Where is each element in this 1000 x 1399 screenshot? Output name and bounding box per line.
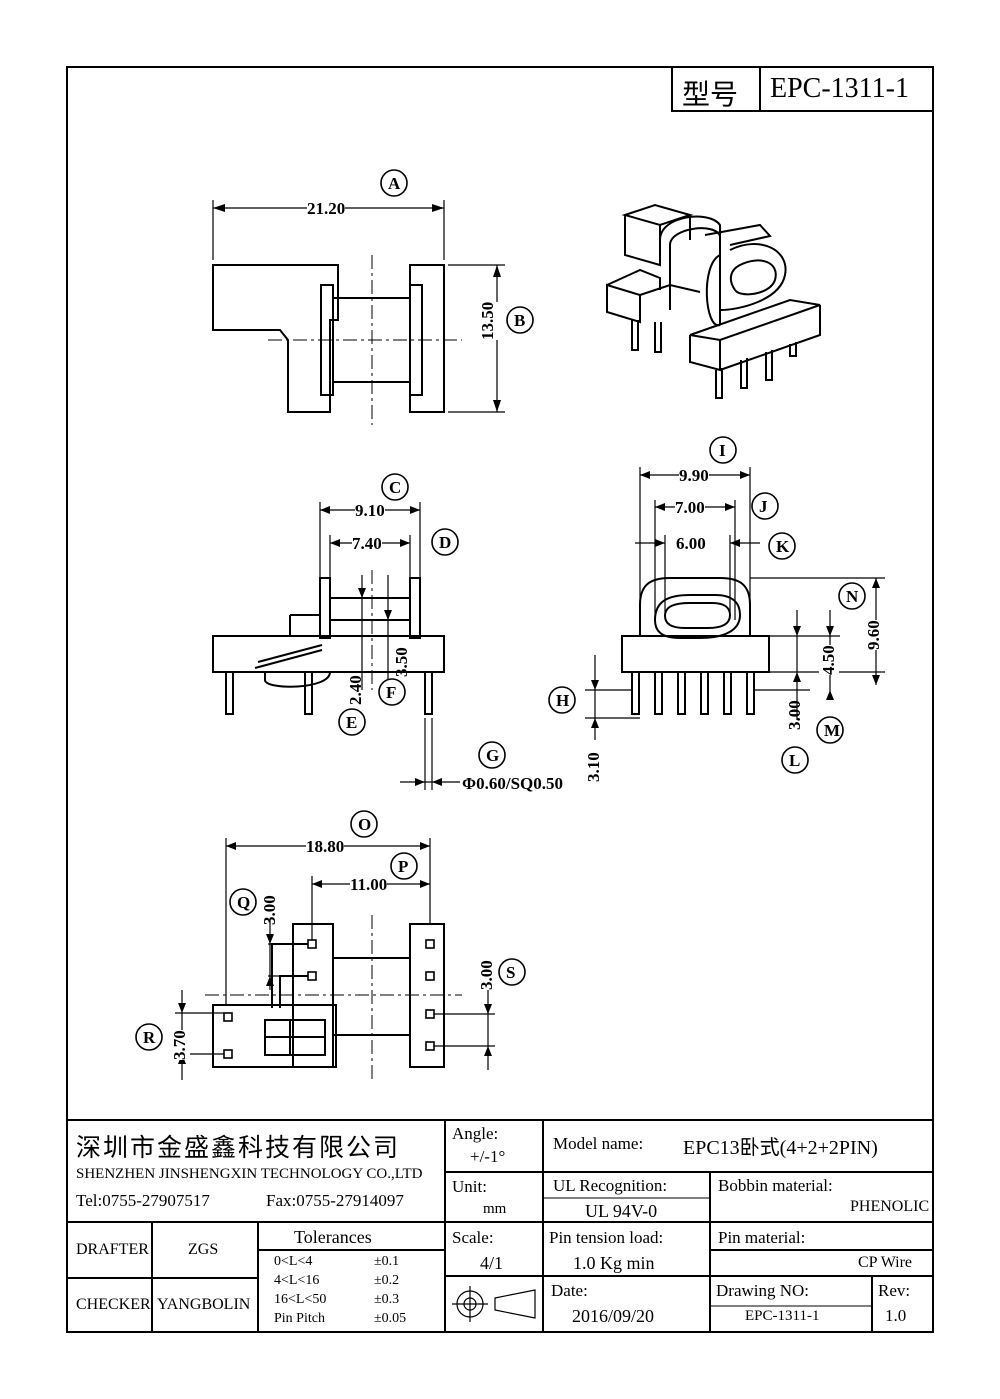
dim-H-value: 3.10 xyxy=(584,752,603,782)
bobbin-label: Bobbin material: xyxy=(718,1176,833,1195)
tol-value-3: ±0.3 xyxy=(374,1292,400,1307)
pin-tension-label: Pin tension load: xyxy=(549,1228,664,1247)
bobbin-value: PHENOLIC xyxy=(850,1198,930,1215)
dim-C-value: 9.10 xyxy=(355,501,385,521)
callout-G: G xyxy=(486,746,500,765)
callout-A: A xyxy=(388,174,401,193)
callout-R: R xyxy=(143,1028,156,1047)
pin-material-label: Pin material: xyxy=(718,1228,806,1247)
date-label: Date: xyxy=(551,1281,588,1300)
dim-J-value: 7.00 xyxy=(675,498,705,518)
drawing-no-value: EPC-1311-1 xyxy=(745,1308,820,1324)
callout-B: B xyxy=(514,311,526,330)
pin-tension-value: 1.0 Kg min xyxy=(573,1253,655,1273)
title-block-grid xyxy=(67,1119,933,1332)
drawing-no-label: Drawing NO: xyxy=(716,1281,810,1300)
dim-B-value: 13.50 xyxy=(478,301,498,340)
checker-label: CHECKER xyxy=(76,1296,151,1313)
rev-label: Rev: xyxy=(878,1281,911,1300)
callout-K: K xyxy=(776,537,790,556)
dim-O-value: 18.80 xyxy=(306,837,345,857)
tol-range-3: 16<L<50 xyxy=(274,1292,327,1307)
callout-C: C xyxy=(389,478,402,497)
callout-Q: Q xyxy=(237,893,251,912)
dim-A-value: 21.20 xyxy=(307,199,346,219)
projection-symbol-icon xyxy=(452,1286,536,1322)
dim-P-value: 11.00 xyxy=(350,875,388,895)
tol-range-2: 4<L<16 xyxy=(274,1273,320,1288)
dim-R-value: 3.70 xyxy=(170,1030,190,1060)
front-view xyxy=(212,502,460,790)
drafter-label: DRAFTER xyxy=(76,1241,149,1258)
callout-E: E xyxy=(346,713,358,732)
tol-value-1: ±0.1 xyxy=(374,1254,400,1269)
angle-label: Angle: xyxy=(452,1124,499,1143)
date-value: 2016/09/20 xyxy=(572,1306,655,1326)
side-view xyxy=(585,467,885,740)
model-name-label: Model name: xyxy=(553,1134,644,1153)
dim-S-value: 3.00 xyxy=(477,960,496,990)
dim-Q-value: 3.00 xyxy=(260,895,279,925)
dim-D-value: 7.40 xyxy=(352,534,382,554)
dim-F-value: 3.50 xyxy=(392,647,411,677)
model-label-cn: 型号 xyxy=(682,80,739,111)
company-name-cn: 深圳市金盛鑫科技有限公司 xyxy=(76,1135,401,1162)
callout-F: F xyxy=(386,683,397,702)
model-name-value: EPC13卧式(4+2+2PIN) xyxy=(683,1137,878,1159)
bottom-view xyxy=(175,838,495,1080)
tol-value-4: ±0.05 xyxy=(374,1311,407,1326)
rev-value: 1.0 xyxy=(885,1306,907,1325)
top-view xyxy=(212,200,505,425)
company-fax: Fax:0755-27914097 xyxy=(266,1191,404,1210)
drafter-value: ZGS xyxy=(188,1241,219,1258)
scale-label: Scale: xyxy=(452,1228,494,1247)
scale-value: 4/1 xyxy=(480,1253,504,1273)
checker-value: YANGBOLIN xyxy=(157,1296,251,1313)
dim-K-value: 6.00 xyxy=(676,534,706,554)
drawing-frame xyxy=(66,66,934,1333)
callout-M: M xyxy=(824,721,841,740)
callout-I: I xyxy=(719,441,726,460)
company-name-en: SHENZHEN JINSHENGXIN TECHNOLOGY CO.,LTD xyxy=(76,1166,423,1182)
tol-range-1: 0<L<4 xyxy=(274,1254,313,1269)
angle-value: +/-1° xyxy=(470,1147,506,1166)
callout-D: D xyxy=(439,533,452,552)
dim-I-value: 9.90 xyxy=(679,466,709,486)
unit-label: Unit: xyxy=(452,1177,487,1196)
dim-G-value: Φ0.60/SQ0.50 xyxy=(462,774,563,793)
tolerances-title: Tolerances xyxy=(294,1227,372,1247)
callout-O: O xyxy=(358,815,372,834)
model-box-top xyxy=(671,66,934,112)
callout-N: N xyxy=(846,587,859,606)
ul-value: UL 94V-0 xyxy=(585,1201,658,1221)
dim-E-value: 2.40 xyxy=(346,675,365,705)
callout-circles xyxy=(135,169,866,1051)
callout-H: H xyxy=(556,691,570,710)
dim-L-value: 3.00 xyxy=(785,700,804,730)
company-tel: Tel:0755-27907517 xyxy=(76,1191,210,1210)
dim-N-value: 9.60 xyxy=(864,620,884,650)
isometric-view xyxy=(606,203,821,399)
tol-range-4: Pin Pitch xyxy=(274,1311,325,1326)
tol-value-2: ±0.2 xyxy=(374,1273,400,1288)
callout-J: J xyxy=(759,497,768,516)
callout-S: S xyxy=(506,963,516,982)
pin-material-value: CP Wire xyxy=(858,1254,913,1271)
unit-value: mm xyxy=(483,1201,507,1217)
callout-P: P xyxy=(398,857,409,876)
dim-M-value: 4.50 xyxy=(819,645,839,675)
ul-label: UL Recognition: xyxy=(553,1176,668,1195)
callout-L: L xyxy=(789,751,801,770)
model-number-top: EPC-1311-1 xyxy=(770,73,909,104)
